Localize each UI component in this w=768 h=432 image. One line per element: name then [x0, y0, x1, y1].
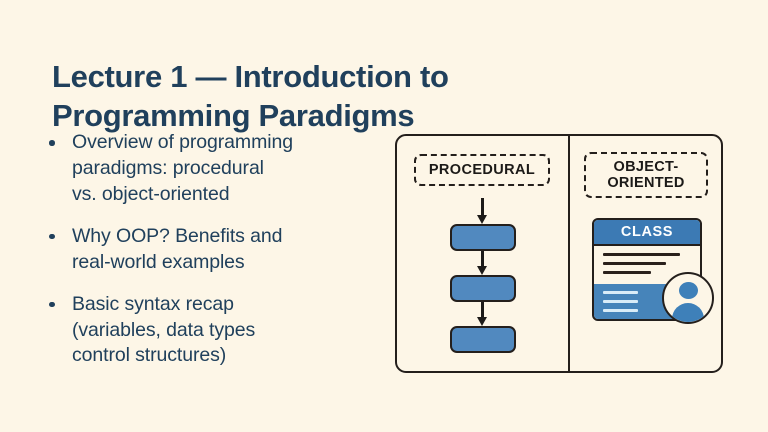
bullet-text-line: paradigms: procedural: [72, 156, 264, 179]
page-title: Lecture 1 — Introduction to Programming …: [52, 57, 522, 136]
paradigm-comparison-diagram: PROCEDURAL: [395, 134, 723, 373]
object-oriented-label: OBJECT- ORIENTED: [584, 152, 708, 198]
bullet-text-line: Why OOP? Benefits and: [72, 224, 283, 247]
user-avatar-icon: [662, 272, 714, 324]
bullet-text-line: real-world examples: [72, 250, 245, 273]
arrow-down-icon: [397, 198, 568, 224]
object-oriented-panel: OBJECT- ORIENTED CLASS: [570, 136, 720, 371]
class-card-header: CLASS: [594, 220, 700, 246]
bullet-dot-icon: [49, 301, 55, 308]
bullet-dot-icon: [49, 233, 55, 240]
procedural-flowchart: [397, 198, 568, 353]
attribute-line: [603, 253, 681, 256]
title-line-1: Lecture 1 — Introduction to: [52, 58, 449, 94]
bullet-text-line: Basic syntax recap: [72, 292, 234, 315]
arrow-shaft: [481, 198, 484, 217]
bullet-text-line: vs. object-oriented: [72, 182, 230, 205]
flow-step-box: [449, 326, 516, 353]
arrow-head: [477, 317, 487, 326]
method-line: [603, 300, 639, 303]
flow-step-box: [449, 275, 516, 302]
arrow-shaft: [481, 302, 484, 319]
arrow-head: [477, 215, 487, 224]
panel-divider: [568, 136, 571, 371]
class-card: CLASS: [592, 218, 702, 321]
oo-label-line-1: OBJECT-: [613, 158, 679, 175]
bullet-text-line: (variables, data types: [72, 318, 256, 341]
attribute-line: [603, 262, 667, 265]
attribute-line: [603, 271, 651, 274]
arrow-shaft: [481, 251, 484, 268]
procedural-panel: PROCEDURAL: [397, 136, 568, 371]
list-item: Basic syntax recap (variables, data type…: [46, 292, 386, 370]
method-line: [603, 291, 639, 294]
avatar-head: [678, 282, 698, 299]
bullet-text-line: Overview of programming: [72, 131, 293, 153]
procedural-label: PROCEDURAL: [414, 154, 550, 186]
oo-label-line-2: ORIENTED: [607, 175, 685, 191]
arrow-down-icon: [397, 251, 568, 275]
avatar-body: [672, 303, 704, 322]
flow-step-box: [449, 224, 516, 251]
list-item: Overview of programming paradigms: proce…: [46, 130, 386, 208]
list-item: Why OOP? Benefits and real-world example…: [46, 224, 386, 276]
title-line-2: Programming Paradigms: [52, 98, 415, 134]
method-line: [603, 309, 639, 312]
arrow-head: [477, 266, 487, 275]
bullet-dot-icon: [49, 140, 55, 146]
bullet-list: Overview of programming paradigms: proce…: [46, 130, 386, 369]
arrow-down-icon: [397, 302, 568, 326]
bullet-text-line: control structures): [72, 344, 227, 367]
